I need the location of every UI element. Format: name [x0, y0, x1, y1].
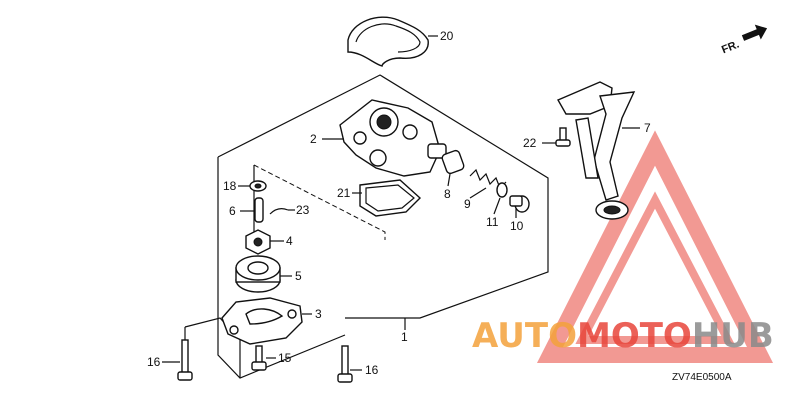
callout-labels: 1 2 3 4 5 6 7 8 9 10 11 15 16 16 18 20 2… — [147, 29, 651, 377]
part-4-inner-rotor — [245, 229, 271, 255]
leader-9 — [469, 187, 487, 199]
svg-text:AUTOMOTOHUB: AUTOMOTOHUB — [472, 316, 774, 356]
diagram-code: ZV74E0500A — [672, 372, 732, 383]
part-11-washer — [496, 182, 508, 198]
part-5-outer-rotor — [235, 255, 281, 293]
front-direction-indicator: FR. — [720, 24, 768, 57]
watermark-text: AUTOMOTOHUB — [472, 316, 774, 356]
callout-16-left: 16 — [147, 355, 161, 369]
callout-2: 2 — [310, 132, 317, 146]
callout-16-right: 16 — [365, 363, 379, 377]
part-3-pump-cover — [221, 297, 303, 345]
callout-1: 1 — [401, 330, 408, 344]
part-21-gasket — [359, 179, 422, 217]
part-15-bolt — [251, 345, 267, 371]
callout-15: 15 — [278, 351, 292, 365]
callout-18: 18 — [223, 179, 237, 193]
assembly-frame — [184, 74, 549, 379]
leader-11 — [493, 197, 501, 215]
callout-5: 5 — [295, 269, 302, 283]
part-20-gasket — [347, 16, 429, 67]
leader-8 — [447, 173, 451, 187]
direction-label: FR. — [720, 39, 741, 57]
callout-22: 22 — [523, 136, 537, 150]
part-23-clip — [269, 208, 289, 215]
callout-10: 10 — [510, 219, 524, 233]
watermark-triangle-logo — [536, 130, 774, 363]
callout-21: 21 — [337, 186, 351, 200]
part-16-bolt-right — [337, 345, 353, 383]
part-10-plug-bolt — [509, 195, 530, 213]
arrow-right-icon — [741, 24, 768, 41]
part-16-bolt-left — [177, 339, 193, 381]
callout-20: 20 — [440, 29, 454, 43]
part-22-bolt — [555, 127, 571, 147]
part-6-shaft-pin — [254, 197, 264, 223]
callout-6: 6 — [229, 204, 236, 218]
watermark-auto: AUTO — [472, 316, 577, 356]
callout-23: 23 — [296, 203, 310, 217]
part-18-washer — [249, 180, 267, 192]
callout-9: 9 — [464, 197, 471, 211]
watermark-moto: MOTO — [577, 316, 692, 356]
callout-3: 3 — [315, 307, 322, 321]
part-2-oil-pump-body — [339, 99, 447, 177]
callout-4: 4 — [286, 234, 293, 248]
part-7-oil-strainer — [557, 81, 636, 220]
callout-8: 8 — [444, 187, 451, 201]
watermark-hub: HUB — [692, 316, 774, 356]
callout-11: 11 — [486, 215, 499, 229]
part-8-relief-valve-piston — [441, 149, 465, 175]
callout-7: 7 — [644, 121, 651, 135]
